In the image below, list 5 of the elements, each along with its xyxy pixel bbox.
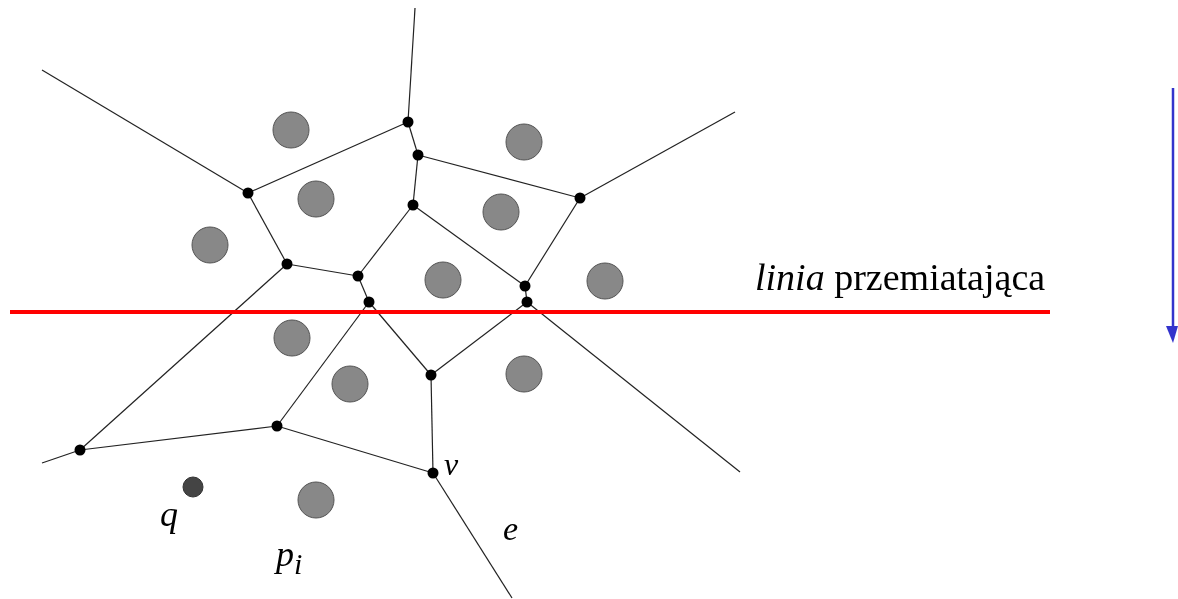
sweep-line-label: linia przemiatająca [755,258,1046,296]
point-label: q [160,496,178,532]
vertex-label: v [444,448,459,480]
letter-label: e [503,512,519,546]
site-label: p$_{i}$ [276,536,303,580]
